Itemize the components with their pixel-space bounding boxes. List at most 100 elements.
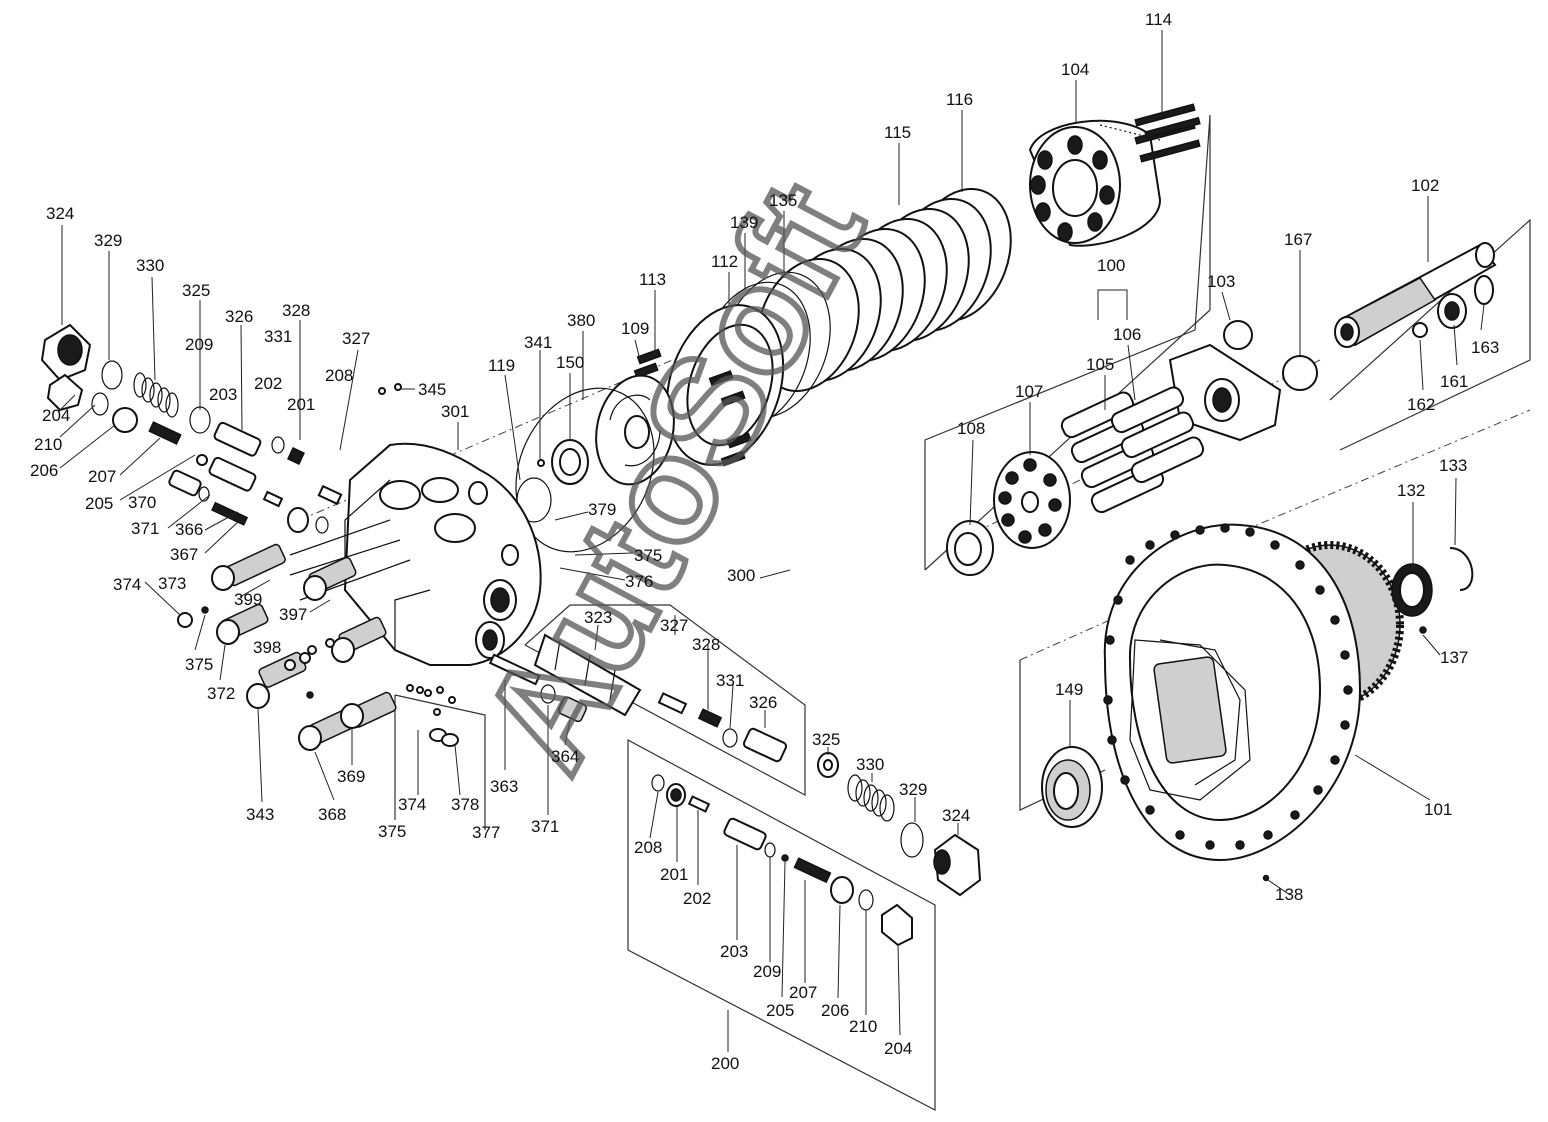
callout-205-b: 205 — [766, 1001, 794, 1020]
callout-300: 300 — [727, 566, 755, 585]
callout-108: 108 — [957, 419, 985, 438]
callout-328-b: 328 — [692, 635, 720, 654]
callout-102: 102 — [1411, 176, 1439, 195]
plug-137 — [1419, 626, 1427, 634]
callout-378: 378 — [451, 795, 479, 814]
group-200-box — [627, 738, 936, 1111]
callout-139: 139 — [730, 213, 758, 232]
callout-326-b: 326 — [749, 693, 777, 712]
callout-204-a: 204 — [42, 406, 70, 425]
group-102-box — [1329, 218, 1531, 451]
callout-200: 200 — [711, 1054, 739, 1073]
callout-368: 368 — [318, 805, 346, 824]
callout-364: 364 — [551, 747, 579, 766]
spring-stack-lower — [817, 752, 982, 897]
callout-202-b: 202 — [683, 889, 711, 908]
callout-327-a: 327 — [342, 329, 370, 348]
callout-119: 119 — [488, 356, 515, 375]
callout-397: 397 — [279, 605, 307, 624]
callout-329-a: 329 — [94, 231, 122, 250]
callout-207-a: 207 — [88, 467, 116, 486]
callout-374-a: 374 — [113, 575, 141, 594]
callout-115: 115 — [884, 123, 911, 142]
callout-324-b: 324 — [942, 806, 970, 825]
callout-113: 113 — [639, 270, 666, 289]
callout-101: 101 — [1424, 800, 1452, 819]
cylinder-block-104 — [1028, 119, 1162, 247]
pin-138 — [1262, 874, 1270, 882]
callout-106: 106 — [1113, 325, 1141, 344]
callout-105: 105 — [1086, 355, 1114, 374]
callout-138: 138 — [1275, 885, 1303, 904]
callout-399: 399 — [234, 590, 262, 609]
seal-132 — [1391, 563, 1433, 617]
callout-132: 132 — [1397, 481, 1425, 500]
callout-204-b: 204 — [884, 1039, 912, 1058]
callout-301: 301 — [441, 402, 469, 421]
callout-208-b: 208 — [634, 838, 662, 857]
callout-363: 363 — [490, 777, 518, 796]
callout-380: 380 — [567, 311, 595, 330]
callout-162: 162 — [1407, 395, 1435, 414]
callout-375-c: 375 — [378, 822, 406, 841]
callout-371-a: 371 — [131, 519, 159, 538]
callout-163: 163 — [1471, 338, 1499, 357]
callout-104: 104 — [1061, 60, 1089, 79]
callout-343: 343 — [246, 805, 274, 824]
callout-202-a: 202 — [254, 374, 282, 393]
callout-109: 109 — [621, 319, 649, 338]
callout-376: 376 — [625, 572, 653, 591]
callout-210-a: 210 — [34, 435, 62, 454]
callout-133: 133 — [1439, 456, 1467, 475]
callout-150: 150 — [556, 353, 584, 372]
callout-379: 379 — [588, 500, 616, 519]
callout-374-b: 374 — [398, 795, 426, 814]
bearing-149 — [1041, 746, 1103, 828]
callout-325-b: 325 — [812, 730, 840, 749]
callout-114: 114 — [1145, 10, 1172, 29]
callout-331-b: 331 — [716, 671, 744, 690]
callout-369: 369 — [337, 767, 365, 786]
callout-328-a: 328 — [282, 301, 310, 320]
callout-325-a: 325 — [182, 281, 210, 300]
callout-375-b: 375 — [185, 655, 213, 674]
callout-137: 137 — [1440, 648, 1468, 667]
bearing-161 — [1437, 293, 1467, 329]
small-parts-375-378 — [406, 684, 459, 747]
ball-162 — [1412, 322, 1428, 338]
callout-330-b: 330 — [856, 755, 884, 774]
pin-341 — [537, 459, 545, 467]
callout-329-b: 329 — [899, 780, 927, 799]
callout-341: 341 — [524, 333, 552, 352]
shaft-102 — [1334, 242, 1497, 348]
casing-301 — [289, 442, 542, 666]
callout-203-b: 203 — [720, 942, 748, 961]
callout-326-a: 326 — [225, 307, 253, 326]
callout-345: 345 — [418, 380, 446, 399]
callout-375-a: 375 — [634, 546, 662, 565]
callout-210-b: 210 — [849, 1017, 877, 1036]
ring-119 — [516, 477, 552, 523]
piston-shoe-105-106 — [1060, 386, 1205, 514]
bolts-left — [211, 543, 397, 751]
callout-112: 112 — [711, 252, 738, 271]
callout-201-a: 201 — [287, 395, 315, 414]
callout-330-a: 330 — [136, 256, 164, 275]
o-ring-379 — [515, 387, 655, 553]
callout-373: 373 — [158, 574, 186, 593]
callout-205-a: 205 — [85, 494, 113, 513]
callout-167: 167 — [1284, 230, 1312, 249]
brake-piston-112 — [665, 304, 785, 467]
callout-107: 107 — [1015, 382, 1043, 401]
group-375-box — [394, 694, 486, 830]
callout-377: 377 — [472, 823, 500, 842]
callout-201-b: 201 — [660, 865, 688, 884]
left-valve-stack — [40, 323, 343, 534]
callout-206-b: 206 — [821, 1001, 849, 1020]
ring-163 — [1474, 275, 1494, 305]
shaft-363 — [488, 653, 588, 723]
spool-323-assembly — [533, 633, 788, 763]
callout-labels: 114 104 116 115 102 135 139 167 113 112 … — [30, 10, 1499, 1073]
callout-370: 370 — [128, 493, 156, 512]
